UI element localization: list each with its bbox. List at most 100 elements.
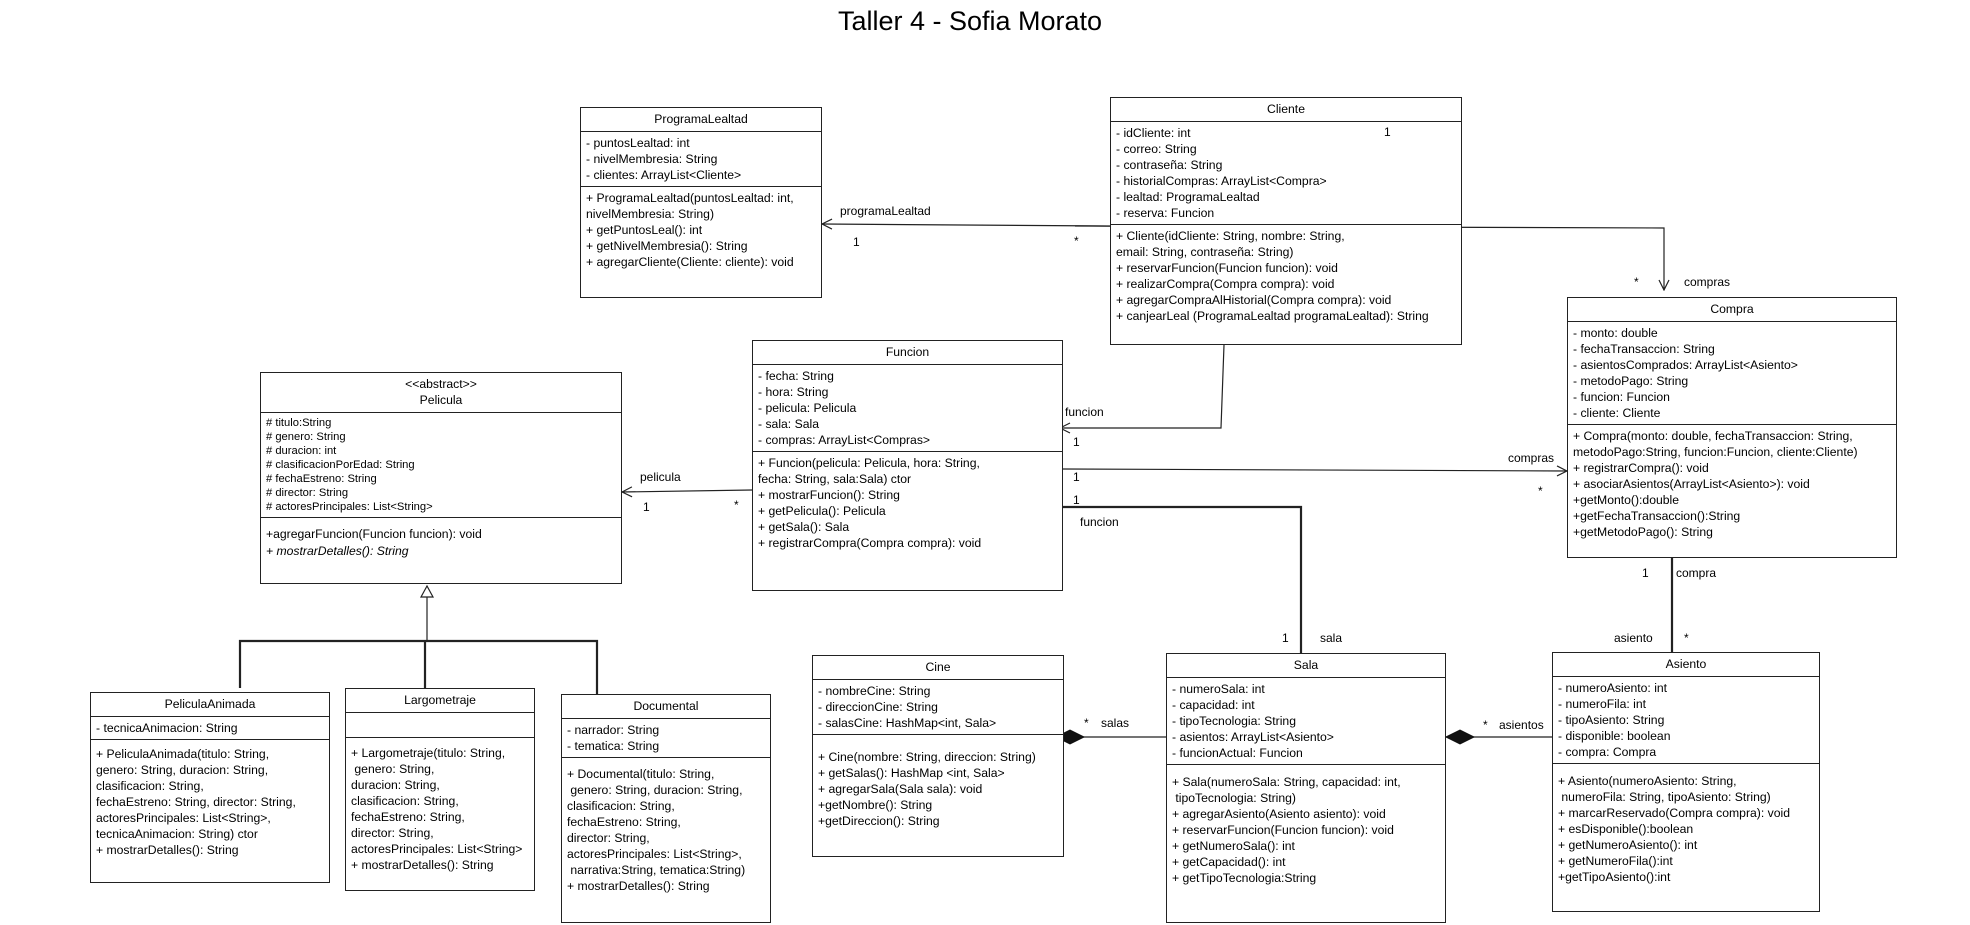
- method: clasificacion: String,: [96, 779, 204, 793]
- method: nivelMembresia: String): [586, 207, 715, 221]
- class-name: Sala: [1293, 658, 1319, 672]
- method: actoresPrincipales: List<String>: [351, 842, 523, 856]
- edge-funcion-sala: [1063, 505, 1303, 653]
- method: + realizarCompra(Compra compra): void: [1116, 277, 1335, 291]
- attribute: # clasificacionPorEdad: String: [266, 459, 415, 471]
- class-name: Documental: [633, 699, 699, 713]
- attribute: - funcionActual: Funcion: [1172, 746, 1303, 760]
- attributes-section: - tecnicaAnimacion: String: [91, 717, 329, 739]
- attribute: - funcion: Funcion: [1573, 390, 1670, 404]
- method: + agregarCliente(Cliente: cliente): void: [586, 255, 794, 269]
- attribute: - salasCine: HashMap<int, Sala>: [818, 716, 997, 730]
- class-name: Cliente: [1267, 102, 1305, 116]
- method: + asociarAsientos(ArrayList<Asiento>): v…: [1573, 477, 1810, 491]
- method: + getNumeroSala(): int: [1172, 839, 1295, 853]
- class-name: Funcion: [885, 345, 930, 359]
- attribute: - tipoTecnologia: String: [1172, 714, 1296, 728]
- methods-section: + Funcion(pelicula: Pelicula, hora: Stri…: [753, 451, 1062, 554]
- class-pelicula-animada[interactable]: PeliculaAnimada - tecnicaAnimacion: Stri…: [90, 692, 330, 883]
- methods-section: + PeliculaAnimada(titulo: String, genero…: [91, 739, 329, 861]
- method: + getTipoTecnologia:String: [1172, 871, 1317, 885]
- class-name: ProgramaLealtad: [654, 112, 748, 126]
- class-asiento[interactable]: Asiento - numeroAsiento: int - numeroFil…: [1552, 652, 1820, 912]
- method: narrativa:String, tematica:String): [567, 863, 746, 877]
- method: + ProgramaLealtad(puntosLealtad: int,: [586, 191, 794, 205]
- methods-section: + Asiento(numeroAsiento: String, numeroF…: [1553, 763, 1819, 888]
- attribute: - fecha: String: [758, 369, 834, 383]
- attribute: - narrador: String: [567, 723, 660, 737]
- attribute: - cliente: Cliente: [1573, 406, 1661, 420]
- role-label-funcion: funcion: [1080, 515, 1119, 529]
- role-label-compras: compras: [1684, 275, 1731, 289]
- method: +getDireccion(): String: [818, 814, 940, 828]
- multiplicity-label: 1: [1073, 470, 1080, 484]
- attribute: - tecnicaAnimacion: String: [96, 721, 238, 735]
- multiplicity-label: *: [734, 498, 739, 512]
- multiplicity-label: 1: [853, 235, 860, 249]
- method: + mostrarDetalles(): String: [96, 843, 239, 857]
- attribute: # duracion: int: [266, 445, 337, 457]
- attribute: - historialCompras: ArrayList<Compra>: [1116, 174, 1327, 188]
- method: metodoPago:String, funcion:Funcion, clie…: [1573, 445, 1858, 459]
- class-sala[interactable]: Sala - numeroSala: int - capacidad: int …: [1166, 653, 1446, 923]
- class-name: Asiento: [1665, 657, 1707, 671]
- methods-section: + Largometraje(titulo: String, genero: S…: [346, 737, 534, 876]
- method: + mostrarDetalles(): String: [351, 858, 494, 872]
- attribute: - asientos: ArrayList<Asiento>: [1172, 730, 1334, 744]
- attribute: - reserva: Funcion: [1116, 206, 1215, 220]
- attribute: - hora: String: [758, 385, 829, 399]
- method: + getPelicula(): Pelicula: [758, 504, 886, 518]
- attribute: # genero: String: [266, 431, 346, 443]
- multiplicity-label: *: [1074, 234, 1079, 248]
- method: + reservarFuncion(Funcion funcion): void: [1172, 823, 1394, 837]
- class-programa-lealtad[interactable]: ProgramaLealtad - puntosLealtad: int - n…: [580, 107, 822, 298]
- method: + mostrarFuncion(): String: [758, 488, 900, 502]
- method: + mostrarDetalles(): String: [567, 879, 710, 893]
- multiplicity-label: *: [1084, 716, 1089, 730]
- multiplicity-label: 1: [1642, 566, 1649, 580]
- attribute: - nivelMembresia: String: [586, 152, 718, 166]
- method: + getNumeroAsiento(): int: [1558, 838, 1698, 852]
- diagram-title: Taller 4 - Sofia Morato: [837, 6, 1103, 36]
- method: email: String, contraseña: String): [1116, 245, 1294, 259]
- class-documental[interactable]: Documental - narrador: String - tematica…: [561, 694, 771, 923]
- class-compra[interactable]: Compra - monto: double - fechaTransaccio…: [1567, 297, 1897, 558]
- method: genero: String, duracion: String,: [567, 783, 743, 797]
- attributes-section: - puntosLealtad: int - nivelMembresia: S…: [581, 132, 821, 186]
- class-cine[interactable]: Cine - nombreCine: String - direccionCin…: [812, 655, 1064, 857]
- multiplicity-label: 1: [1282, 631, 1289, 645]
- role-label-salas: salas: [1101, 716, 1130, 730]
- methods-section: + Cliente(idCliente: String, nombre: Str…: [1111, 224, 1461, 327]
- class-cliente[interactable]: Cliente - idCliente: int - correo: Strin…: [1110, 97, 1462, 345]
- class-pelicula[interactable]: <<abstract>> Pelicula # titulo:String # …: [260, 372, 622, 584]
- class-largometraje[interactable]: Largometraje + Largometraje(titulo: Stri…: [345, 688, 535, 891]
- method: + agregarCompraAlHistorial(Compra compra…: [1116, 293, 1392, 307]
- attributes-section: - idCliente: int - correo: String - cont…: [1111, 122, 1461, 224]
- attribute: - compra: Compra: [1558, 745, 1657, 759]
- attributes-section: - numeroAsiento: int - numeroFila: int -…: [1553, 677, 1819, 763]
- attribute: - tematica: String: [567, 739, 660, 753]
- attribute: - sala: Sala: [758, 417, 819, 431]
- composition-diamond-sala: [1444, 729, 1476, 745]
- class-name: PeliculaAnimada: [164, 697, 256, 711]
- attribute: - tipoAsiento: String: [1558, 713, 1665, 727]
- method: clasificacion: String,: [567, 799, 675, 813]
- method: + canjearLeal (ProgramaLealtad programaL…: [1116, 309, 1429, 323]
- method: + esDisponible():boolean: [1558, 822, 1694, 836]
- method: fechaEstreno: String, director: String,: [96, 795, 296, 809]
- method: fechaEstreno: String,: [351, 810, 465, 824]
- attribute: - monto: double: [1573, 326, 1658, 340]
- method: + Compra(monto: double, fechaTransaccion…: [1573, 429, 1853, 443]
- method: + Cine(nombre: String, direccion: String…: [818, 750, 1036, 764]
- method: + Cliente(idCliente: String, nombre: Str…: [1116, 229, 1345, 243]
- method: + getNivelMembresia(): String: [586, 239, 748, 253]
- class-name: Largometraje: [404, 693, 476, 707]
- attributes-section: - numeroSala: int - capacidad: int - tip…: [1167, 678, 1445, 764]
- multiplicity-label: 1: [643, 500, 650, 514]
- attribute: - contraseña: String: [1116, 158, 1223, 172]
- method: fecha: String, sala:Sala) ctor: [758, 472, 912, 486]
- method: + getSalas(): HashMap <int, Sala>: [818, 766, 1005, 780]
- methods-section: + Documental(titulo: String, genero: Str…: [562, 757, 770, 897]
- class-funcion[interactable]: Funcion - fecha: String - hora: String -…: [752, 340, 1063, 591]
